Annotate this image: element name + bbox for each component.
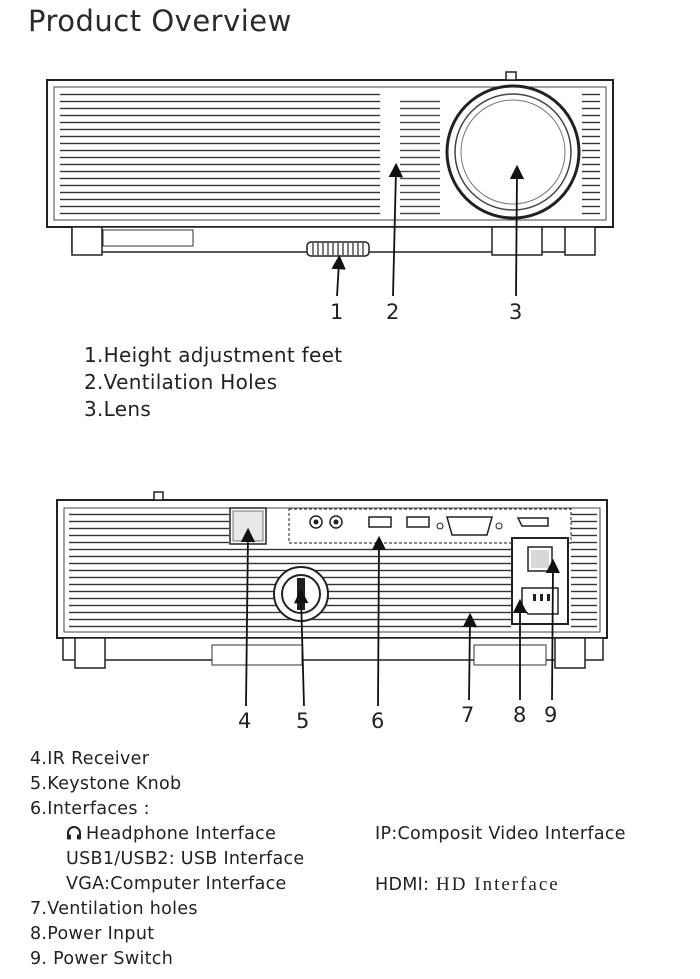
- legend-row-headphone: Headphone Interface IP:Composit Video In…: [30, 822, 690, 847]
- legend-item-9: 9. Power Switch: [30, 949, 174, 969]
- legend-item-7: 7.Ventilation holes: [30, 899, 198, 919]
- legend-item-3: 3.Lens: [84, 397, 152, 421]
- callout-9: 9: [544, 703, 557, 727]
- headphone-label: Headphone Interface: [86, 824, 277, 844]
- vga-label: VGA:Computer Interface: [66, 874, 287, 894]
- legend-item-5: 5.Keystone Knob: [30, 774, 182, 794]
- callout-1: 1: [330, 300, 343, 324]
- rear-legend: 4.IR Receiver 5.Keystone Knob 6.Interfac…: [30, 747, 690, 972]
- callout-8: 8: [513, 703, 526, 727]
- callout-3: 3: [509, 300, 522, 324]
- headphone-icon: [66, 824, 82, 849]
- usb-label: USB1/USB2: USB Interface: [66, 849, 305, 869]
- legend-item-4: 4.IR Receiver: [30, 749, 150, 769]
- callout-6: 6: [371, 709, 384, 733]
- callout-4: 4: [238, 709, 251, 733]
- legend-item-2: 2.Ventilation Holes: [84, 370, 278, 394]
- rear-leaders: [240, 527, 561, 707]
- legend-row-usb: USB1/USB2: USB Interface: [30, 847, 690, 872]
- front-leaders: [331, 162, 525, 297]
- rear-projector: [56, 491, 608, 669]
- front-legend: 1.Height adjustment feet 2.Ventilation H…: [84, 342, 342, 423]
- hdmi-label: HDMI: HD Interface: [375, 872, 560, 898]
- legend-item-6: 6.Interfaces :: [30, 799, 150, 819]
- callout-2: 2: [386, 300, 399, 324]
- callout-5: 5: [296, 709, 309, 733]
- ip-label: IP:Composit Video Interface: [375, 824, 626, 844]
- hdmi-suffix: HD Interface: [429, 874, 560, 895]
- front-projector: [46, 71, 614, 257]
- legend-item-8: 8.Power Input: [30, 924, 155, 944]
- page-title: Product Overview: [28, 4, 292, 38]
- hdmi-prefix: HDMI:: [375, 875, 430, 895]
- legend-item-1: 1.Height adjustment feet: [84, 343, 343, 367]
- callout-7: 7: [461, 703, 474, 727]
- legend-row-vga: VGA:Computer Interface HDMI: HD Interfac…: [30, 872, 690, 897]
